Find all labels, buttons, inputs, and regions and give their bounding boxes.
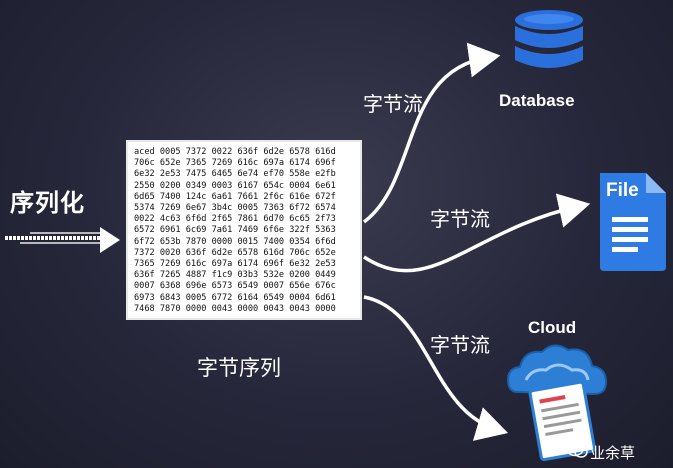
- byte-sequence-label: 字节序列: [197, 356, 281, 380]
- database-label: Database: [499, 91, 575, 110]
- arrow-to-database: [362, 42, 501, 224]
- arrow-to-file: [363, 193, 591, 273]
- stream-label-file: 字节流: [430, 207, 490, 231]
- cloud-document-icon: [506, 344, 608, 462]
- serialize-label: 序列化: [10, 189, 85, 217]
- byte-sequence-box: aced 0005 7372 0022 636f 6d2e 6578 616d …: [126, 140, 362, 320]
- file-label: File: [606, 180, 639, 201]
- stream-label-cloud: 字节流: [430, 333, 490, 357]
- wechat-icon: [566, 441, 588, 458]
- database-icon: [515, 10, 583, 68]
- arrow-to-cloud: [363, 295, 509, 441]
- watermark-label: 业余草: [590, 444, 636, 462]
- stream-label-database: 字节流: [363, 92, 423, 116]
- input-arrow: [5, 227, 120, 253]
- hex-dump: aced 0005 7372 0022 636f 6d2e 6578 616d …: [134, 147, 336, 314]
- cloud-label: Cloud: [528, 318, 577, 337]
- file-icon: File: [600, 173, 666, 271]
